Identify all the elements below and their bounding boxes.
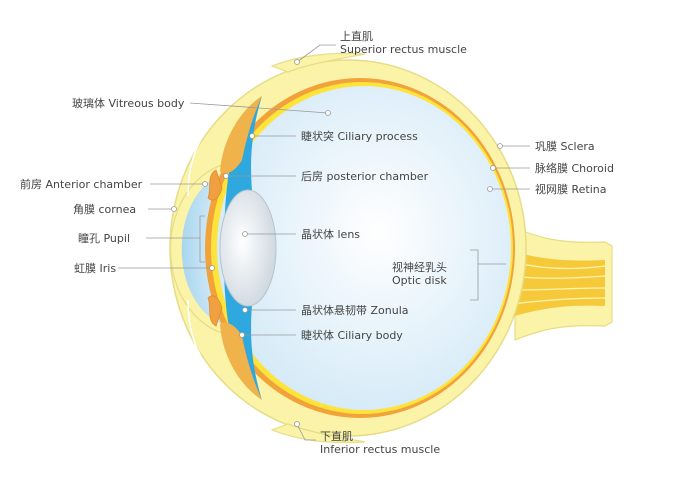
ciliary-process-label: 睫状突 Ciliary process — [301, 130, 418, 143]
pointer-dots — [171, 59, 503, 427]
optic-disk-en-label: Optic disk — [392, 274, 447, 287]
ciliary-body-lower — [220, 322, 262, 400]
sclera-label: 巩膜 Sclera — [535, 140, 595, 153]
superior-rectus-en-label: Superior rectus muscle — [340, 43, 467, 56]
inferior-rectus-en-label: Inferior rectus muscle — [320, 443, 441, 456]
optic-nerve — [508, 227, 613, 341]
pupil-label: 瞳孔 Pupil — [78, 232, 131, 245]
zonula-label: 晶状体悬韧带 Zonula — [301, 304, 409, 317]
inferior-rectus-cn-label: 下直肌 — [320, 430, 353, 443]
posterior-chamber-label: 后房 posterior chamber — [301, 170, 429, 183]
iris-upper — [207, 169, 223, 201]
retina-label: 视网膜 Retina — [535, 183, 607, 196]
anterior-chamber-label: 前房 Anterior chamber — [20, 178, 143, 191]
cornea-label: 角膜 cornea — [73, 203, 137, 216]
iris-lower — [207, 295, 223, 327]
ciliary-body-upper — [220, 96, 262, 174]
choroid-label: 脉络膜 Choroid — [535, 162, 614, 175]
inferior-rectus-muscle — [270, 423, 366, 444]
lens-label: 晶状体 lens — [301, 228, 361, 241]
vitreous-body-label: 玻璃体 Vitreous body — [72, 97, 185, 110]
sclera-highlight — [187, 121, 213, 197]
superior-rectus-muscle — [270, 52, 366, 73]
vitreous-body — [217, 86, 511, 410]
iris-label: 虹膜 Iris — [74, 262, 117, 275]
superior-rectus-cn-label: 上直肌 — [340, 30, 373, 43]
leader-lines — [118, 44, 530, 441]
lens — [219, 189, 277, 307]
ciliary-body-label: 睫状体 Ciliary body — [301, 329, 403, 342]
optic-disk-cn-label: 视神经乳头 — [392, 261, 447, 274]
